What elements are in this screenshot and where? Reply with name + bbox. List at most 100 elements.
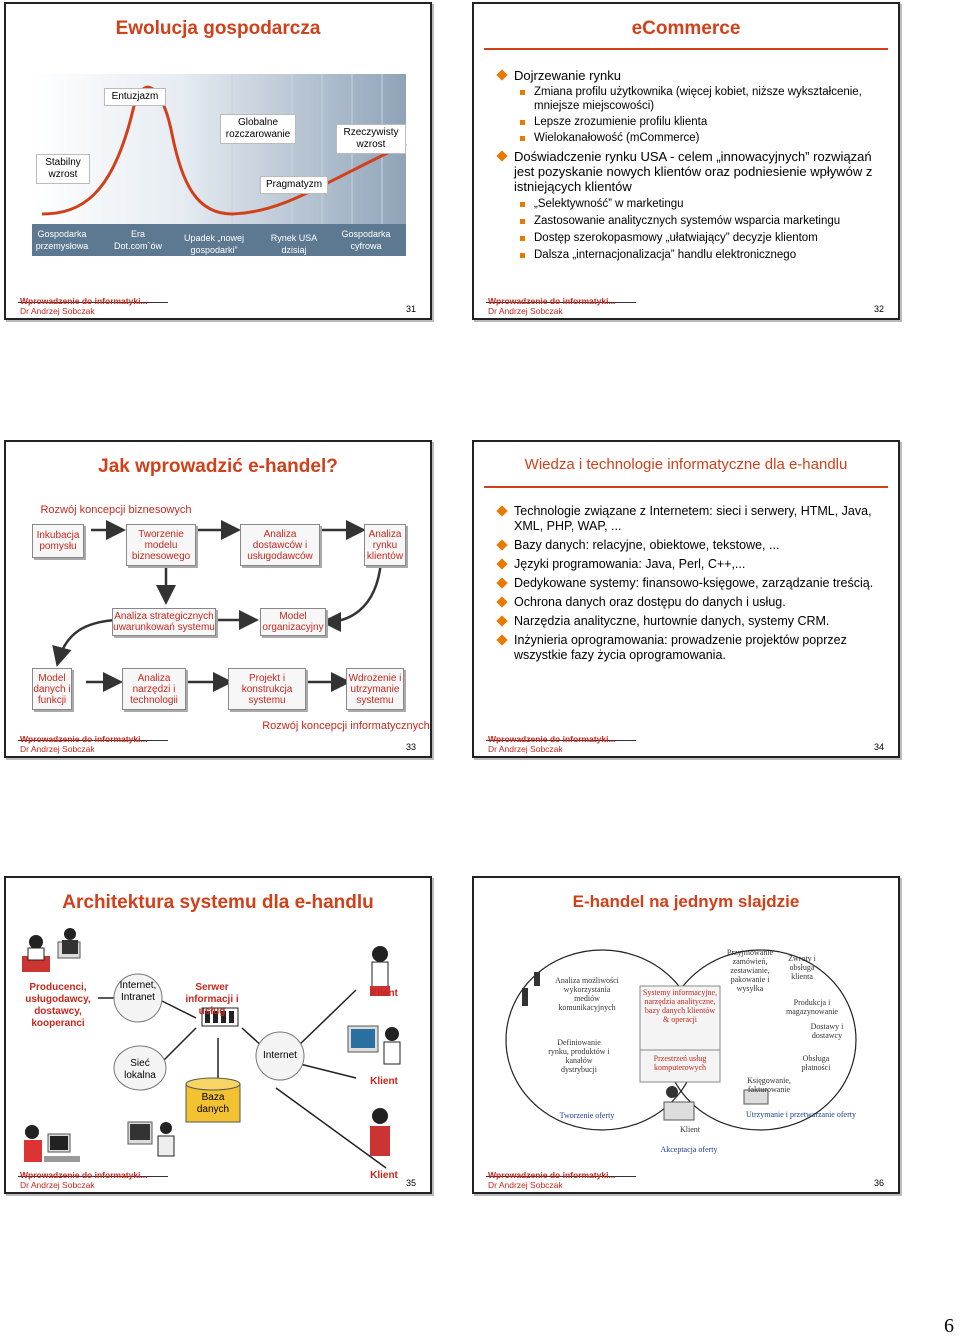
slide-number: 32: [873, 304, 884, 314]
label-zamowienia: Przyjmowanie zamówień, zestawianie, pako…: [726, 948, 774, 993]
box-model-biznesowy: Tworzenie modelu biznesowego: [126, 524, 196, 566]
square-bullet-icon: [520, 236, 525, 241]
label-analiza-mediow: Analiza możliwości wykorzystania mediów …: [555, 976, 619, 1012]
internet-label: Internet: [263, 1050, 297, 1061]
bullet-list: Technologie związane z Internetem: sieci…: [496, 504, 878, 667]
slide-number: 35: [405, 1178, 416, 1188]
slide-number: 31: [405, 304, 416, 314]
slide-33: Jak wprowadzić e-handel? Rozwój koncepcj…: [4, 440, 432, 758]
diamond-bullet-icon: [496, 634, 508, 646]
bullet-text: Ochrona danych oraz dostępu do danych i …: [514, 595, 786, 609]
client-label-2: Klient: [370, 1076, 398, 1087]
label-utrzymanie-oferty: Utrzymanie i przetwarzanie oferty: [746, 1110, 856, 1119]
slide-number: 34: [873, 742, 884, 752]
slide-title: E-handel na jednym slajdzie: [572, 892, 800, 911]
server-label: Serwer informacji i usług: [185, 982, 239, 1017]
diamond-bullet-icon: [496, 539, 508, 551]
people-group-icon: [22, 928, 81, 972]
slide-footer: Wprowadzenie do informatyki...Dr Andrzej…: [488, 1170, 616, 1190]
bullet-list: Dojrzewanie rynku Zmiana profilu użytkow…: [496, 68, 888, 262]
diamond-bullet-icon: [496, 596, 508, 608]
label-globalne: Globalne rozczarowanie: [220, 114, 296, 144]
bullet-text: Doświadczenie rynku USA - celem „innowac…: [514, 149, 873, 194]
box-dostawcy: Analiza dostawców i usługodawców: [240, 524, 320, 566]
box-projekt: Projekt i konstrukcja systemu: [228, 668, 306, 710]
box-narzedzia: Analiza narzędzi i technologii: [122, 668, 186, 710]
box-model-danych: Model danych i funkcji: [32, 668, 72, 710]
slide-title: Architektura systemu dla e-handlu: [62, 892, 374, 913]
label-produkcja: Produkcja i magazynowanie: [786, 998, 838, 1016]
slide-31: Ewolucja gospodarcza Entuzjazm Globalne …: [4, 2, 432, 320]
bullet-text: Bazy danych: relacyjne, obiektowe, tekst…: [514, 538, 780, 552]
lan-label: Sieć lokalna: [124, 1058, 156, 1081]
diamond-bullet-icon: [496, 69, 508, 81]
center-systems-label: Systemy informacyjne, narzędzia analityc…: [642, 988, 718, 1024]
sub-bullet-text: Lepsze zrozumienie profilu klienta: [534, 116, 708, 128]
bullet-text: Technologie związane z Internetem: sieci…: [514, 504, 872, 533]
bullet-text: Dedykowane systemy: finansowo-księgowe, …: [514, 576, 874, 590]
slide-footer: Wprowadzenie do informatyki...Dr Andrzej…: [488, 734, 616, 754]
slide-36: E-handel na jednym slajdzie Analiza możl…: [472, 876, 900, 1194]
cloud-lan: [113, 1045, 167, 1091]
slide-title: Wiedza i technologie informatyczne dla e…: [524, 456, 848, 473]
workstation-icon: [127, 1121, 175, 1157]
era-upadek: Upadek „nowej gospodarki”: [183, 233, 245, 255]
slide-number: 36: [873, 1178, 884, 1188]
slide-35: Architektura systemu dla e-handlu: [4, 876, 432, 1194]
diamond-bullet-icon: [496, 615, 508, 627]
slide-34: Wiedza i technologie informatyczne dla e…: [472, 440, 900, 758]
bullet-text: Języki programowania: Java, Perl, C++,..…: [514, 557, 746, 571]
bullet-text: Dojrzewanie rynku: [514, 68, 621, 83]
label-definiowanie-rynku: Definiowanie rynku, produktów i kanałów …: [548, 1038, 610, 1074]
client-computer-icon: [347, 1025, 401, 1065]
box-uwarunkowania: Analiza strategicznych uwarunkowań syste…: [112, 608, 216, 636]
box-wdrozenie: Wdrożenie i utrzymanie systemu: [346, 668, 404, 710]
client-label-3: Klient: [370, 1170, 398, 1181]
sub-bullet-text: Wielokanałowość (mCommerce): [534, 132, 700, 144]
label-entuzjazm: Entuzjazm: [104, 88, 166, 106]
sub-bullet-text: „Selektywność” w marketingu: [534, 198, 684, 210]
diamond-bullet-icon: [496, 150, 508, 162]
label-ksiegowanie: Księgowanie, fakturowanie: [747, 1076, 791, 1094]
square-bullet-icon: [520, 219, 525, 224]
label-zwroty: Zwroty i obsługa klienta: [788, 954, 816, 981]
ecommerce-cycle-diagram: [505, 949, 857, 1131]
sub-bullet-text: Zmiana profilu użytkownika (więcej kobie…: [534, 86, 862, 112]
era-dotcom: Era Dot.com`ów: [113, 229, 162, 251]
era-gospodarka-cyfrowa: Gospodarka cyfrowa: [341, 229, 391, 251]
bullet-text: Inżynieria oprogramowania: prowadzenie p…: [514, 633, 847, 662]
bullet-text: Narzędzia analityczne, hurtownie danych,…: [514, 614, 830, 628]
slide-footer: Wprowadzenie do informatyki...Dr Andrzej…: [488, 296, 616, 316]
square-bullet-icon: [520, 202, 525, 207]
sub-bullet-text: Dalsza „internacjonalizacja” handlu elek…: [534, 249, 797, 261]
square-bullet-icon: [520, 120, 525, 125]
cloud-internet: [255, 1031, 305, 1081]
slide-32: eCommerce Dojrzewanie rynku Zmiana profi…: [472, 2, 900, 320]
square-bullet-icon: [520, 253, 525, 258]
era-gospodarka-przemyslowa: Gospodarka przemysłowa: [35, 229, 89, 251]
label-stabilny: Stabilny wzrost: [36, 154, 90, 184]
diamond-bullet-icon: [496, 558, 508, 570]
label-pragmatyzm: Pragmatyzm: [260, 176, 328, 194]
label-tworzenie-oferty: Tworzenie oferty: [559, 1111, 615, 1120]
producers-label: Producenci, usługodawcy, dostawcy, koope…: [25, 982, 91, 1029]
center-services-label: Przestrzeń usług komputerowych: [653, 1054, 707, 1072]
bottom-label: Rozwój koncepcji informatycznych: [262, 720, 430, 732]
slide-footer: Wprowadzenie do informatyki...Dr Andrzej…: [20, 1170, 148, 1190]
diamond-bullet-icon: [496, 577, 508, 589]
sub-bullet-text: Zastosowanie analitycznych systemów wspa…: [534, 215, 841, 227]
square-bullet-icon: [520, 90, 525, 95]
workstation-icon: [24, 1125, 80, 1162]
db-label: Baza danych: [196, 1092, 230, 1115]
slide-title: Jak wprowadzić e-handel?: [98, 456, 338, 477]
slide-number: 33: [405, 742, 416, 752]
label-akceptacja-oferty: Akceptacja oferty: [660, 1145, 718, 1154]
era-rynek-usa: Rynek USA dzisiaj: [270, 233, 318, 255]
client-label-1: Klient: [370, 988, 398, 999]
square-bullet-icon: [520, 136, 525, 141]
label-platnosci: Obsługa płatności: [801, 1054, 831, 1072]
process-arrows: [52, 520, 383, 692]
diamond-bullet-icon: [496, 505, 508, 517]
client-person-icon: [370, 946, 390, 996]
internet-intranet-label: Internet, Intranet: [119, 980, 157, 1003]
